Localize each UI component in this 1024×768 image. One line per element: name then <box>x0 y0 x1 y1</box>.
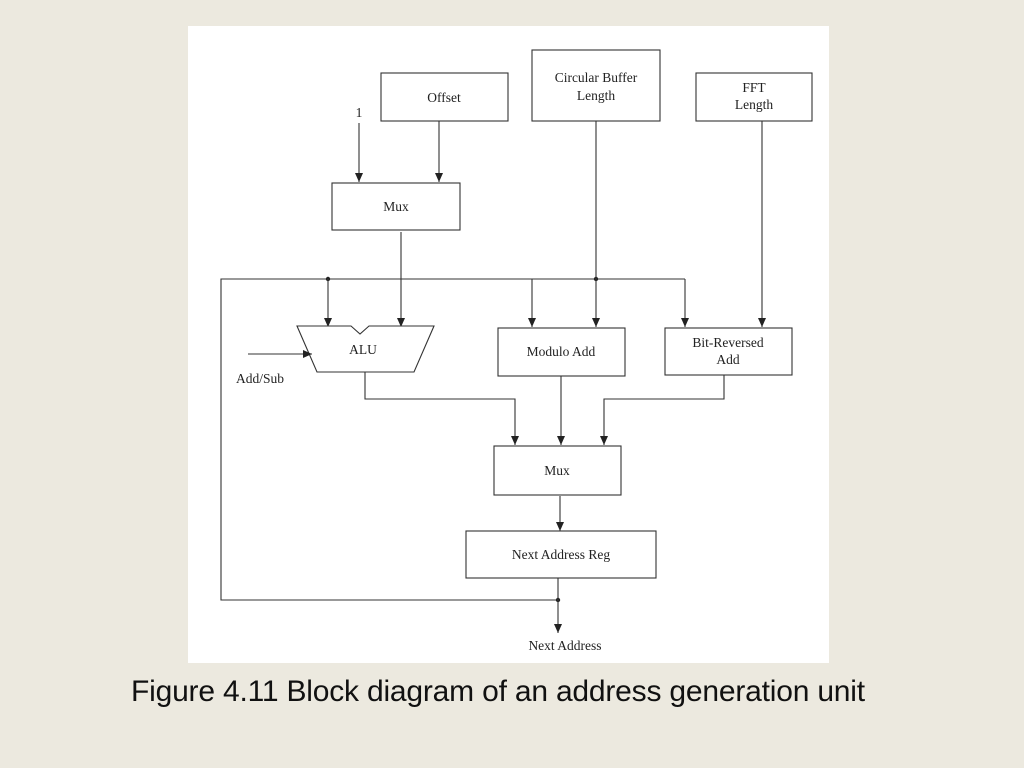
bit-reversed-add-block: Bit-Reversed Add <box>664 327 793 376</box>
alu-block: ALU <box>296 325 435 373</box>
lower-mux-label: Mux <box>544 463 570 478</box>
offset-block: Offset <box>380 72 509 122</box>
fft-length-label-line2: Length <box>735 97 773 112</box>
alu-label: ALU <box>349 342 377 357</box>
add-sub-label: Add/Sub <box>236 371 284 386</box>
upper-mux-label: Mux <box>383 199 409 214</box>
modulo-add-block: Modulo Add <box>497 327 626 377</box>
lower-mux-block: Mux <box>493 445 622 496</box>
offset-label: Offset <box>427 90 461 105</box>
circular-buffer-label-line2: Length <box>577 88 615 103</box>
upper-mux-block: Mux <box>331 182 461 231</box>
fft-length-block: FFT Length <box>695 72 813 122</box>
circular-buffer-label-line1: Circular Buffer <box>555 70 638 85</box>
block-diagram-svg: Offset Circular Buffer Length FFT Length… <box>220 49 813 653</box>
bit-reversed-label-line2: Add <box>716 352 739 367</box>
block-diagram-figure: Offset Circular Buffer Length FFT Length… <box>188 26 829 663</box>
next-address-reg-label: Next Address Reg <box>512 547 610 562</box>
bit-reversed-label-line1: Bit-Reversed <box>692 335 763 350</box>
feedback-bus <box>220 278 685 601</box>
next-address-reg-block: Next Address Reg <box>465 530 657 579</box>
figure-caption: Figure 4.11 Block diagram of an address … <box>131 675 865 708</box>
next-address-label: Next Address <box>528 638 601 653</box>
fft-length-label-line1: FFT <box>742 80 766 95</box>
modulo-add-label: Modulo Add <box>527 344 596 359</box>
constant-one-label: 1 <box>356 105 363 120</box>
wire-bitrev-to-mux <box>600 375 725 445</box>
circular-buffer-length-block: Circular Buffer Length <box>531 49 661 122</box>
wire-alu-to-mux <box>364 372 519 445</box>
